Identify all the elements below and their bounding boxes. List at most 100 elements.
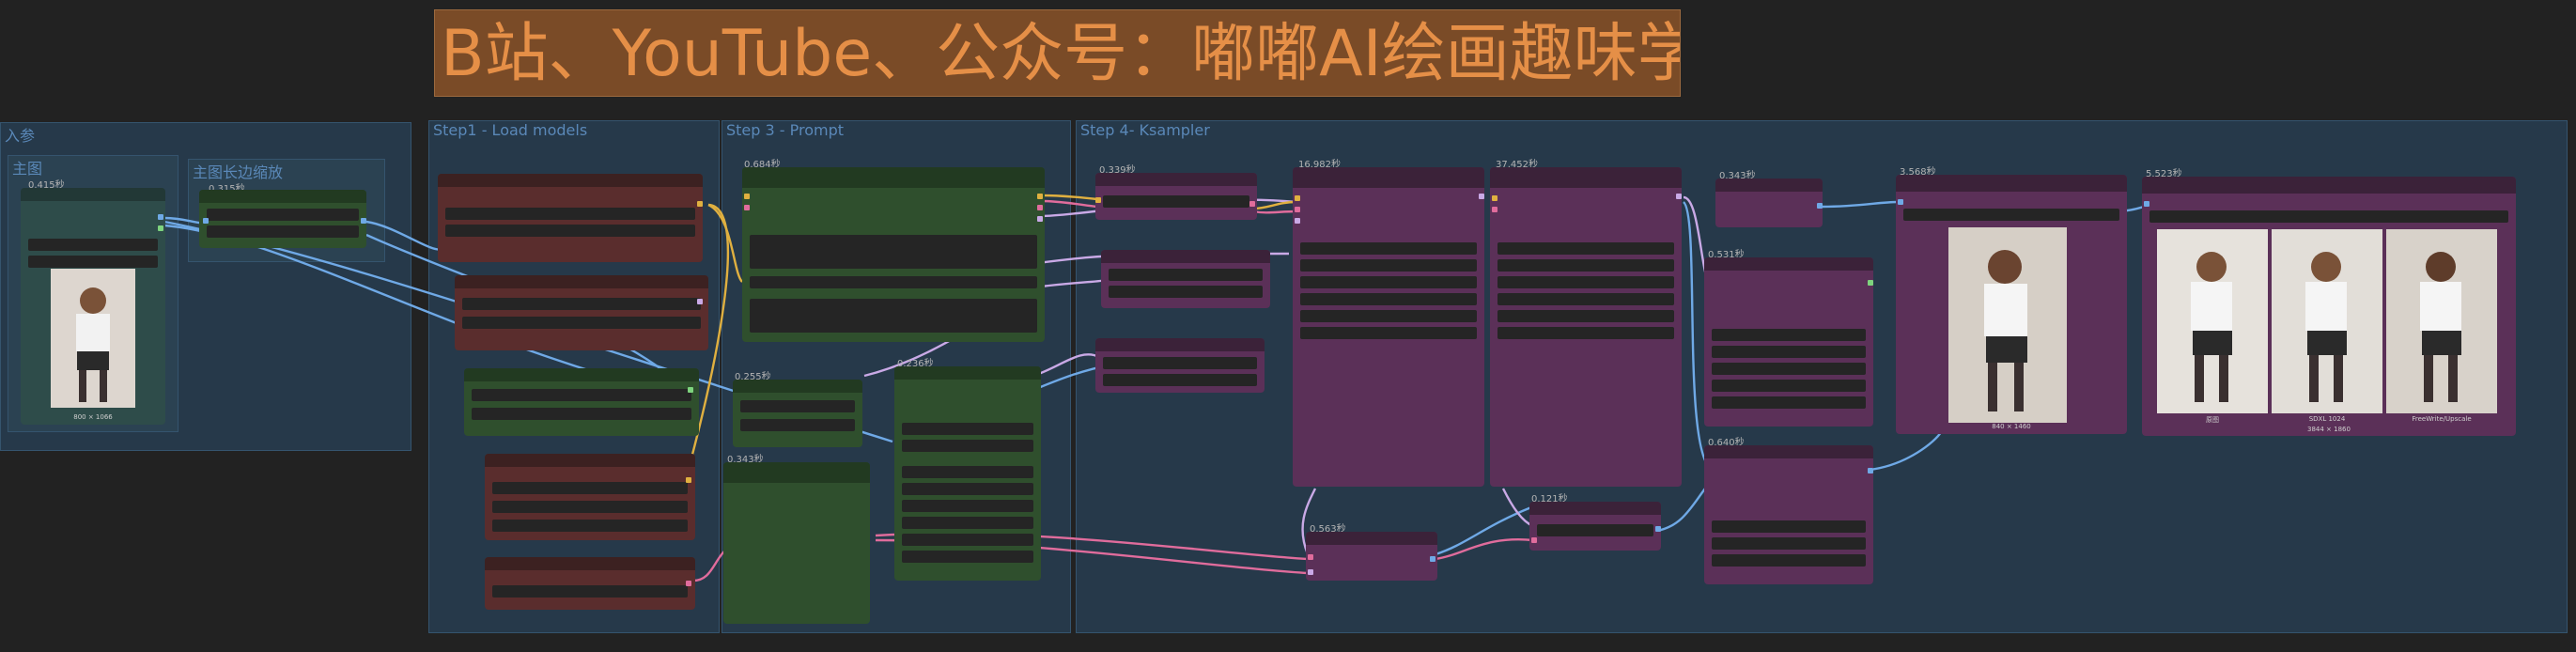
socket[interactable] (1492, 195, 1497, 201)
empty-latent-node[interactable] (1101, 250, 1270, 308)
node-header[interactable] (1490, 167, 1682, 188)
node-widget[interactable] (28, 239, 158, 251)
node-header[interactable] (199, 190, 366, 203)
node-widget[interactable] (445, 208, 695, 220)
node-widget[interactable] (1497, 310, 1674, 322)
ksampler-node-1[interactable] (1293, 167, 1484, 487)
clip-text-node[interactable] (733, 380, 862, 447)
node-widget[interactable] (1300, 276, 1477, 288)
socket[interactable] (1531, 537, 1537, 543)
node-widget[interactable] (740, 419, 855, 431)
node-widget[interactable] (902, 534, 1033, 546)
socket[interactable] (1868, 280, 1873, 286)
node-widget[interactable] (207, 225, 359, 238)
socket[interactable] (158, 214, 163, 220)
node-header[interactable] (455, 275, 708, 288)
node-header[interactable] (464, 368, 699, 381)
node-header[interactable] (1704, 445, 1873, 458)
node-widget[interactable] (492, 501, 688, 513)
node-widget[interactable] (1712, 363, 1866, 375)
node-header[interactable] (1896, 175, 2127, 192)
socket[interactable] (697, 299, 703, 304)
socket[interactable] (2144, 201, 2149, 207)
node-widget[interactable] (492, 520, 688, 532)
socket[interactable] (744, 194, 750, 199)
node-widget[interactable] (1712, 380, 1866, 392)
node-widget[interactable] (2149, 210, 2508, 223)
vae-encode-node[interactable] (1095, 338, 1265, 393)
socket[interactable] (1295, 218, 1300, 224)
socket[interactable] (1898, 199, 1903, 205)
socket[interactable] (1492, 207, 1497, 212)
node-widget[interactable] (1903, 209, 2119, 221)
image-scale-node[interactable] (1529, 502, 1661, 551)
node-header[interactable] (1715, 179, 1823, 192)
checkpoint-loader-node[interactable] (438, 174, 703, 262)
socket[interactable] (686, 477, 691, 483)
node-widget[interactable] (1497, 276, 1674, 288)
node-widget[interactable] (1537, 524, 1653, 536)
node-widget[interactable] (902, 466, 1033, 478)
node-widget[interactable] (1497, 242, 1674, 255)
socket[interactable] (203, 218, 209, 224)
vae-loader-node[interactable] (485, 454, 695, 540)
lora-loader-node[interactable] (455, 275, 708, 350)
node-widget[interactable] (1712, 329, 1866, 341)
node-widget[interactable] (492, 585, 688, 598)
socket[interactable] (688, 387, 693, 393)
node-widget[interactable] (472, 389, 691, 401)
node-widget[interactable] (1497, 259, 1674, 272)
socket[interactable] (697, 201, 703, 207)
upscale-node[interactable] (1704, 257, 1873, 427)
node-header[interactable] (1095, 173, 1257, 186)
node-widget[interactable] (1497, 293, 1674, 305)
node-widget[interactable] (902, 440, 1033, 452)
node-widget[interactable] (1109, 286, 1263, 298)
node-widget[interactable] (1712, 346, 1866, 358)
node-widget[interactable] (902, 517, 1033, 529)
node-widget[interactable] (1109, 269, 1263, 281)
node-widget[interactable] (902, 423, 1033, 435)
node-widget[interactable] (1712, 396, 1866, 409)
prompt-settings-node[interactable] (894, 366, 1041, 581)
socket[interactable] (1037, 194, 1043, 199)
node-header[interactable] (1306, 532, 1437, 545)
load-image-node[interactable]: 800 × 1066 (21, 188, 165, 425)
node-widget[interactable] (1300, 293, 1477, 305)
node-widget[interactable] (492, 482, 688, 494)
socket[interactable] (1095, 197, 1101, 203)
vae-decode-node[interactable] (1715, 179, 1823, 227)
node-widget[interactable] (750, 235, 1037, 269)
node-header[interactable] (2142, 177, 2516, 194)
negative-prompt-node[interactable] (723, 462, 870, 624)
socket[interactable] (744, 205, 750, 210)
socket[interactable] (1295, 195, 1300, 201)
socket[interactable] (1479, 194, 1484, 199)
node-widget[interactable] (902, 500, 1033, 512)
image-compare-node[interactable]: 原图 SDXL 1024 FreeWrite/Upscale 3844 × 18… (2142, 177, 2516, 436)
node-header[interactable] (1704, 257, 1873, 271)
node-header[interactable] (894, 366, 1041, 380)
ksampler-node-2[interactable] (1490, 167, 1682, 487)
node-widget[interactable] (1103, 374, 1257, 386)
node-header[interactable] (1095, 338, 1265, 351)
model-loader-node[interactable] (464, 368, 699, 436)
socket[interactable] (1308, 569, 1313, 575)
node-widget[interactable] (1712, 537, 1866, 550)
socket[interactable] (1868, 468, 1873, 473)
sampler-config-node[interactable] (1095, 173, 1257, 220)
node-header[interactable] (438, 174, 703, 187)
node-widget[interactable] (1497, 327, 1674, 339)
socket[interactable] (1430, 556, 1435, 562)
socket[interactable] (1308, 554, 1313, 560)
node-widget[interactable] (28, 256, 158, 268)
socket[interactable] (1295, 207, 1300, 212)
socket[interactable] (1249, 201, 1255, 207)
node-widget[interactable] (740, 400, 855, 412)
socket[interactable] (1817, 203, 1823, 209)
socket[interactable] (1676, 194, 1682, 199)
node-widget[interactable] (1103, 195, 1249, 208)
upscale-sampler-node[interactable] (1704, 445, 1873, 584)
node-header[interactable] (485, 454, 695, 467)
node-widget[interactable] (750, 276, 1037, 288)
